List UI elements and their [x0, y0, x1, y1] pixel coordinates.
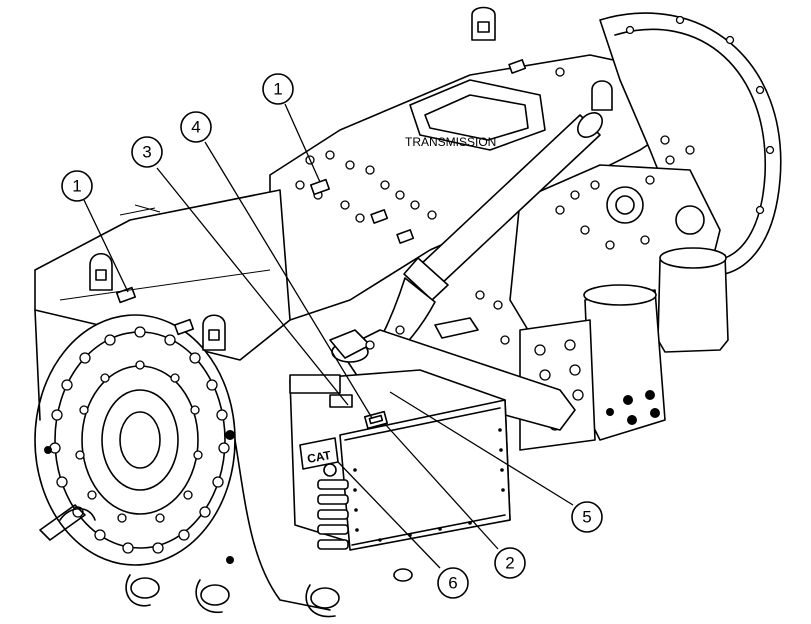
callout-number: 5: [582, 508, 591, 527]
bottom-fittings: [39, 504, 413, 618]
connector-stack: [317, 463, 349, 550]
logo-plate: CAT: [299, 437, 339, 470]
mount-block: [289, 374, 341, 394]
callout-number: 3: [142, 143, 151, 162]
callout-6: 6: [437, 567, 469, 599]
callout-3: 3: [131, 136, 163, 168]
left-lifting-eyes: [89, 252, 226, 351]
transmission-label: TRANSMISSION: [405, 135, 496, 149]
output-flange: [34, 309, 331, 611]
callout-2: 2: [494, 547, 526, 579]
callout-number: 4: [191, 118, 200, 137]
callout-5: 5: [571, 501, 603, 533]
flywheel-housing: [599, 12, 782, 276]
callout-number: 6: [448, 574, 457, 593]
flange-bolts: [44, 326, 235, 564]
callout-number: 2: [505, 554, 514, 573]
lower-tube: [329, 317, 576, 431]
logo-plate-text: CAT: [306, 448, 333, 466]
housing-bolts: [295, 60, 565, 345]
callout-number: 1: [273, 80, 282, 99]
callout-leaders: [83, 103, 574, 569]
callout-number: 1: [72, 177, 81, 196]
callout-1-left: 1: [61, 170, 93, 202]
oil-filter: [583, 247, 729, 441]
callout-1-right: 1: [262, 73, 294, 105]
callout-4: 4: [180, 111, 212, 143]
control-panel-box: CAT: [289, 369, 511, 551]
